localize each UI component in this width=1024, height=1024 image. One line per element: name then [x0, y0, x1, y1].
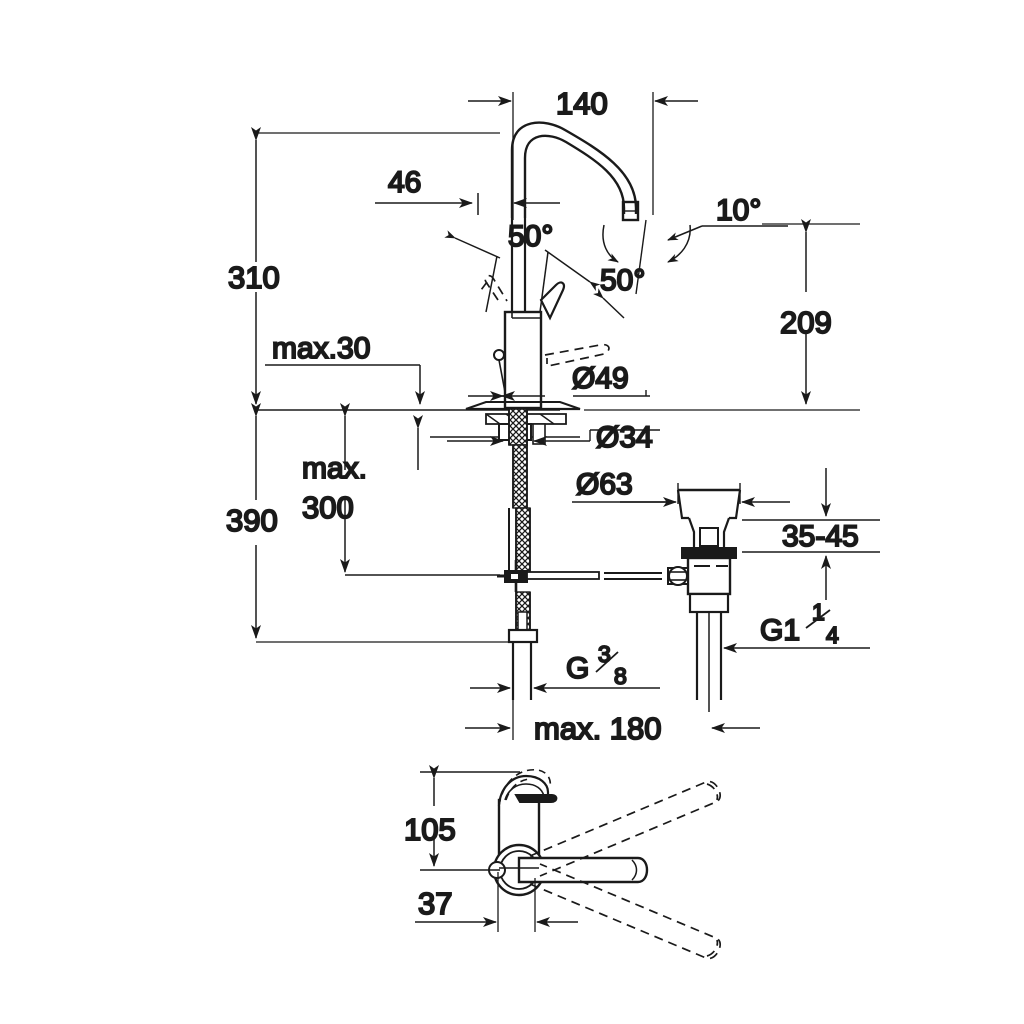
- angle-50-spout: [593, 219, 691, 319]
- dimension-label-310: 310: [228, 260, 280, 295]
- lever-ghost-up: [529, 780, 721, 877]
- dimension-max30: [265, 364, 425, 405]
- lever-handle: [539, 281, 565, 321]
- lever-ghost-down: [529, 863, 721, 960]
- faucet-main-view: [256, 121, 662, 700]
- spout-goose-neck: [510, 121, 640, 222]
- dimension-label-390: 390: [226, 503, 278, 538]
- dimension-209: [584, 219, 860, 411]
- dimension-label-140: 140: [556, 86, 608, 121]
- angle-label-50-left: 50°: [508, 220, 553, 253]
- dimension-105: [420, 765, 520, 871]
- thread-denominator-4: 4: [826, 622, 839, 648]
- thread-prefix-g1: G1: [760, 614, 800, 647]
- thread-label-g3-8: G 3 8: [565, 640, 628, 690]
- dimension-46: [375, 193, 560, 215]
- dimension-label-209: 209: [780, 305, 832, 340]
- angle-label-50-spout: 50°: [600, 264, 645, 297]
- dimension-37: [415, 872, 578, 932]
- dimension-310: [251, 127, 500, 405]
- leader-d34: [447, 429, 660, 446]
- dimension-label-46: 46: [388, 166, 421, 199]
- pop-up-waste-assembly: [667, 488, 742, 712]
- supply-hose-lower: [507, 591, 539, 700]
- dimension-label-35-45: 35-45: [782, 520, 859, 553]
- leader-d49: [468, 390, 650, 401]
- threaded-shank: [508, 408, 528, 446]
- dimension-label-300: 300: [302, 490, 354, 525]
- leader-d63: [572, 483, 790, 507]
- dimension-label-max30: max.30: [272, 332, 370, 365]
- diameter-label-34: Ø34: [596, 421, 653, 454]
- dimension-label-max: max.: [302, 452, 367, 485]
- dimension-label-max180: max. 180: [534, 711, 662, 746]
- supply-hose-upper: [508, 444, 531, 578]
- angle-10-leader: [667, 225, 788, 241]
- dimension-390: [251, 403, 520, 643]
- spout-riser: [510, 218, 527, 312]
- thread-numerator-1: 1: [812, 599, 825, 625]
- diameter-label-63: Ø63: [576, 468, 633, 501]
- thread-denominator-8: 8: [614, 663, 627, 689]
- escutcheon-plate: [465, 401, 581, 411]
- angle-label-10: 10°: [716, 194, 761, 227]
- dimension-label-105: 105: [404, 812, 456, 847]
- lever-swivel-ghosts: [480, 274, 610, 367]
- lift-rod-assembly: [497, 560, 662, 592]
- angle-50-right: [539, 249, 601, 313]
- angle-50-left: [444, 230, 501, 313]
- dimension-label-37: 37: [418, 886, 452, 921]
- dimension-max180: [465, 672, 760, 740]
- thread-prefix-g: G: [566, 652, 589, 685]
- diameter-label-49: Ø49: [572, 362, 629, 395]
- dimension-35-45: [742, 468, 880, 600]
- thread-numerator-3: 3: [598, 641, 611, 667]
- lever-detail-view: [488, 768, 721, 960]
- thread-label-g1-1-4: G1 1 4: [759, 598, 840, 649]
- handle-cap-ghost: [498, 768, 552, 807]
- dimension-max300: [340, 403, 500, 576]
- mixer-body: [493, 310, 543, 410]
